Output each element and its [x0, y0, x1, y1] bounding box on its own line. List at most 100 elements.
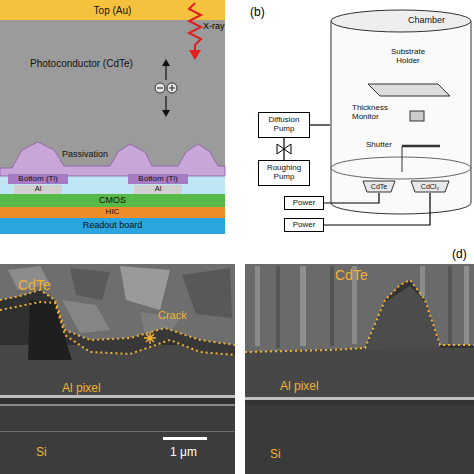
grain [8, 266, 50, 290]
electrode-layer: Bottom (Ti) [8, 174, 68, 184]
chamber-lid [331, 10, 471, 32]
pump-box: Diffusion Pump [258, 112, 310, 138]
substrate-holder: Substrate Holder [358, 48, 458, 100]
monitor-sensor [410, 111, 424, 121]
node-text: Chamber [408, 16, 445, 26]
thickness-monitor: Thickness Monitor [352, 104, 432, 130]
sem-layer [245, 348, 474, 398]
column-streak [420, 266, 425, 296]
hole-symbol [167, 83, 177, 93]
column-streak [448, 266, 452, 344]
column-streak [300, 266, 306, 346]
hic-layer: HIC [0, 207, 225, 218]
node-text: Power [293, 199, 316, 208]
column-streak [330, 266, 334, 346]
chamber-wall [331, 21, 471, 214]
node-text: Al [35, 185, 42, 193]
interface-line [0, 431, 235, 432]
drift-arrowhead [162, 59, 170, 66]
xray-arrowhead [189, 50, 201, 60]
column-streak [352, 266, 357, 344]
boundary-dotted [0, 302, 235, 355]
column-streak [276, 266, 280, 348]
xray-wave [189, 3, 201, 52]
node-text: Passivation [62, 150, 108, 160]
grain [120, 266, 170, 310]
node-text: Roughing Pump [259, 164, 309, 182]
crack-marker [144, 332, 156, 344]
shutter-blade [402, 145, 440, 148]
node-text: Top (Au) [94, 5, 132, 16]
node-text: Bottom (Ti) [18, 175, 57, 184]
material-label: Si [36, 446, 47, 458]
panel-label: (d) [452, 248, 467, 260]
chamber-ring [331, 157, 471, 179]
boundary-dotted [0, 290, 235, 345]
defect-label: Crack [158, 310, 187, 321]
al-bump [365, 286, 440, 350]
si-substrate [245, 405, 474, 474]
pixel-pad: Al [14, 185, 62, 194]
grain [182, 268, 232, 318]
node-text: CdCl₂ [421, 183, 439, 191]
grain [70, 268, 110, 300]
pump-box: Roughing Pump [258, 160, 310, 186]
source-boat: CdCl₂ [410, 180, 450, 193]
interface-line [0, 395, 235, 398]
cmos-layer: CMOS [0, 194, 225, 207]
pipe-wire [310, 124, 330, 125]
node-text: Substrate Holder [378, 48, 438, 66]
material-label: CdTe [335, 268, 368, 282]
grain [62, 300, 110, 333]
interface-line [245, 397, 474, 400]
boat-outline [363, 181, 395, 192]
plus-sign [169, 85, 175, 91]
sem-background [245, 264, 474, 474]
holder-plate [368, 84, 450, 96]
boundary-dotted [245, 280, 474, 352]
pipe-wire [324, 193, 430, 225]
valve-symbol [277, 144, 291, 154]
passivation-outline [0, 142, 225, 176]
board-layer: Readout board [0, 218, 225, 234]
column-streak [464, 266, 469, 344]
si-substrate [0, 406, 235, 474]
pipe-wire [324, 193, 379, 203]
node-text: CMOS [99, 196, 126, 206]
power-box: Power [284, 196, 324, 210]
pixel-pad: Al [134, 185, 182, 194]
vacuum-chamber-shape [330, 8, 472, 223]
drift-arrow [165, 64, 166, 80]
node-text: Diffusion Pump [259, 116, 309, 134]
material-label: CdTe [18, 278, 51, 292]
interface-line [0, 404, 235, 406]
material-label: Al pixel [62, 382, 101, 394]
material-label: Si [270, 448, 281, 460]
node-text: Al [155, 185, 162, 193]
sem-background [0, 264, 235, 474]
source-boat: CdTe [362, 180, 396, 193]
scale-label: 1 μm [170, 446, 197, 458]
node-text: Bottom (Ti) [138, 175, 177, 184]
node-text: Photoconductor (CdTe) [30, 58, 133, 69]
material-label: Al pixel [280, 380, 319, 392]
scale-bar [163, 437, 207, 440]
shutter-rod [402, 146, 403, 172]
drift-arrowhead [162, 110, 170, 117]
node-text: Thickness Monitor [352, 104, 402, 122]
cdte-columns [245, 264, 474, 352]
electrode-layer: Bottom (Ti) [128, 174, 188, 184]
node-text: CdTe [371, 183, 387, 191]
boat-outline [411, 181, 449, 192]
node-text: Power [293, 221, 316, 230]
vacuum-chamber: Substrate HolderThickness MonitorCdTe CdC… [330, 8, 472, 223]
node-text: HIC [106, 208, 120, 217]
node-text: Readout board [83, 221, 143, 231]
panel-label: (b) [250, 6, 265, 18]
drift-arrow [165, 96, 166, 112]
minus-sign [157, 87, 163, 88]
electron-symbol [155, 83, 165, 93]
power-box: Power [284, 218, 324, 232]
